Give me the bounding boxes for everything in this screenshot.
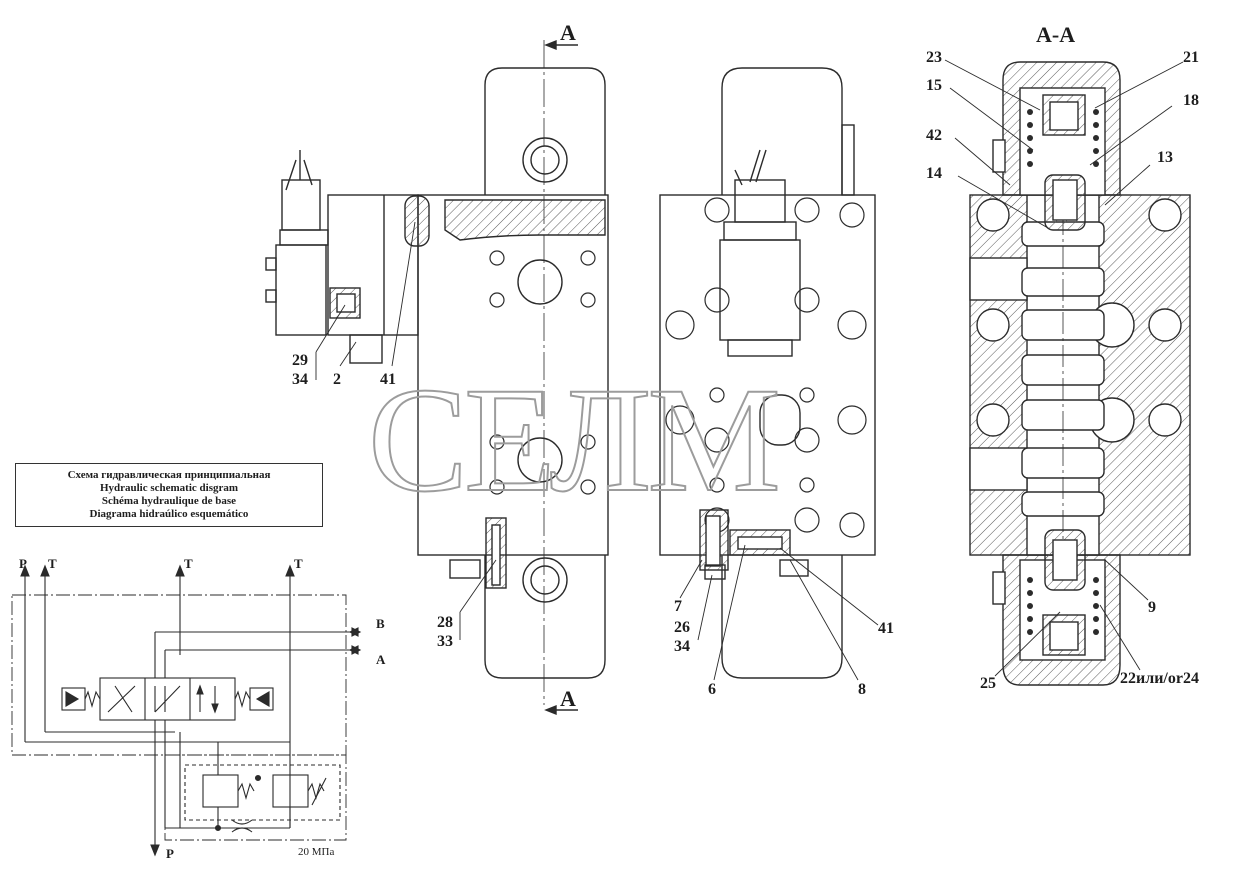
callout-13: 13 — [1157, 149, 1173, 166]
section-view — [944, 59, 1191, 686]
port-a: A — [376, 652, 386, 667]
callout-7: 7 — [674, 598, 682, 615]
callout-22-or-24: 22или/or24 — [1120, 670, 1199, 687]
callout-9: 9 — [1148, 599, 1156, 616]
callout-42: 42 — [926, 127, 942, 144]
callout-18: 18 — [1183, 92, 1199, 109]
callout-23: 23 — [926, 49, 942, 66]
port-p-bottom: P — [166, 846, 174, 861]
port-b: B — [376, 616, 385, 631]
front-view — [265, 39, 609, 716]
callout-21: 21 — [1183, 49, 1199, 66]
callout-41b: 41 — [878, 620, 894, 637]
section-arrow-label-bottom: A — [560, 686, 576, 711]
port-t-top-3: T — [294, 556, 303, 571]
callout-15: 15 — [926, 77, 942, 94]
callout-6: 6 — [708, 681, 716, 698]
hydraulic-schematic — [11, 564, 362, 857]
schematic-legend: Схема гидравлическая принципиальная Hydr… — [15, 463, 323, 527]
callout-34b: 34 — [674, 638, 690, 655]
callout-2: 2 — [333, 371, 341, 388]
legend-en: Hydraulic schematic disgram — [99, 482, 239, 494]
labels: A A A-A 29 34 2 41 28 33 7 26 34 6 8 41 … — [19, 20, 1199, 861]
pressure-note: 20 МПа — [298, 846, 334, 858]
section-title: A-A — [1036, 22, 1075, 47]
callout-41: 41 — [380, 371, 396, 388]
callout-34: 34 — [292, 371, 308, 388]
legend-fr: Schéma hydraulique de base — [101, 495, 237, 507]
callout-29: 29 — [292, 352, 308, 369]
port-p-top: P — [19, 556, 27, 571]
port-t-top-1: T — [48, 556, 57, 571]
callout-8: 8 — [858, 681, 866, 698]
legend-es: Diagrama hidraúlico esquemático — [89, 508, 249, 520]
side-view — [659, 67, 879, 681]
port-t-top-2: T — [184, 556, 193, 571]
legend-ru: Схема гидравлическая принципиальная — [67, 469, 271, 481]
callout-28: 28 — [437, 614, 453, 631]
section-arrow-label-top: A — [560, 20, 576, 45]
watermark: СЕЛМ — [368, 357, 777, 523]
callout-25: 25 — [980, 675, 996, 692]
callout-14: 14 — [926, 165, 942, 182]
callout-26: 26 — [674, 619, 690, 636]
callout-33: 33 — [437, 633, 453, 650]
